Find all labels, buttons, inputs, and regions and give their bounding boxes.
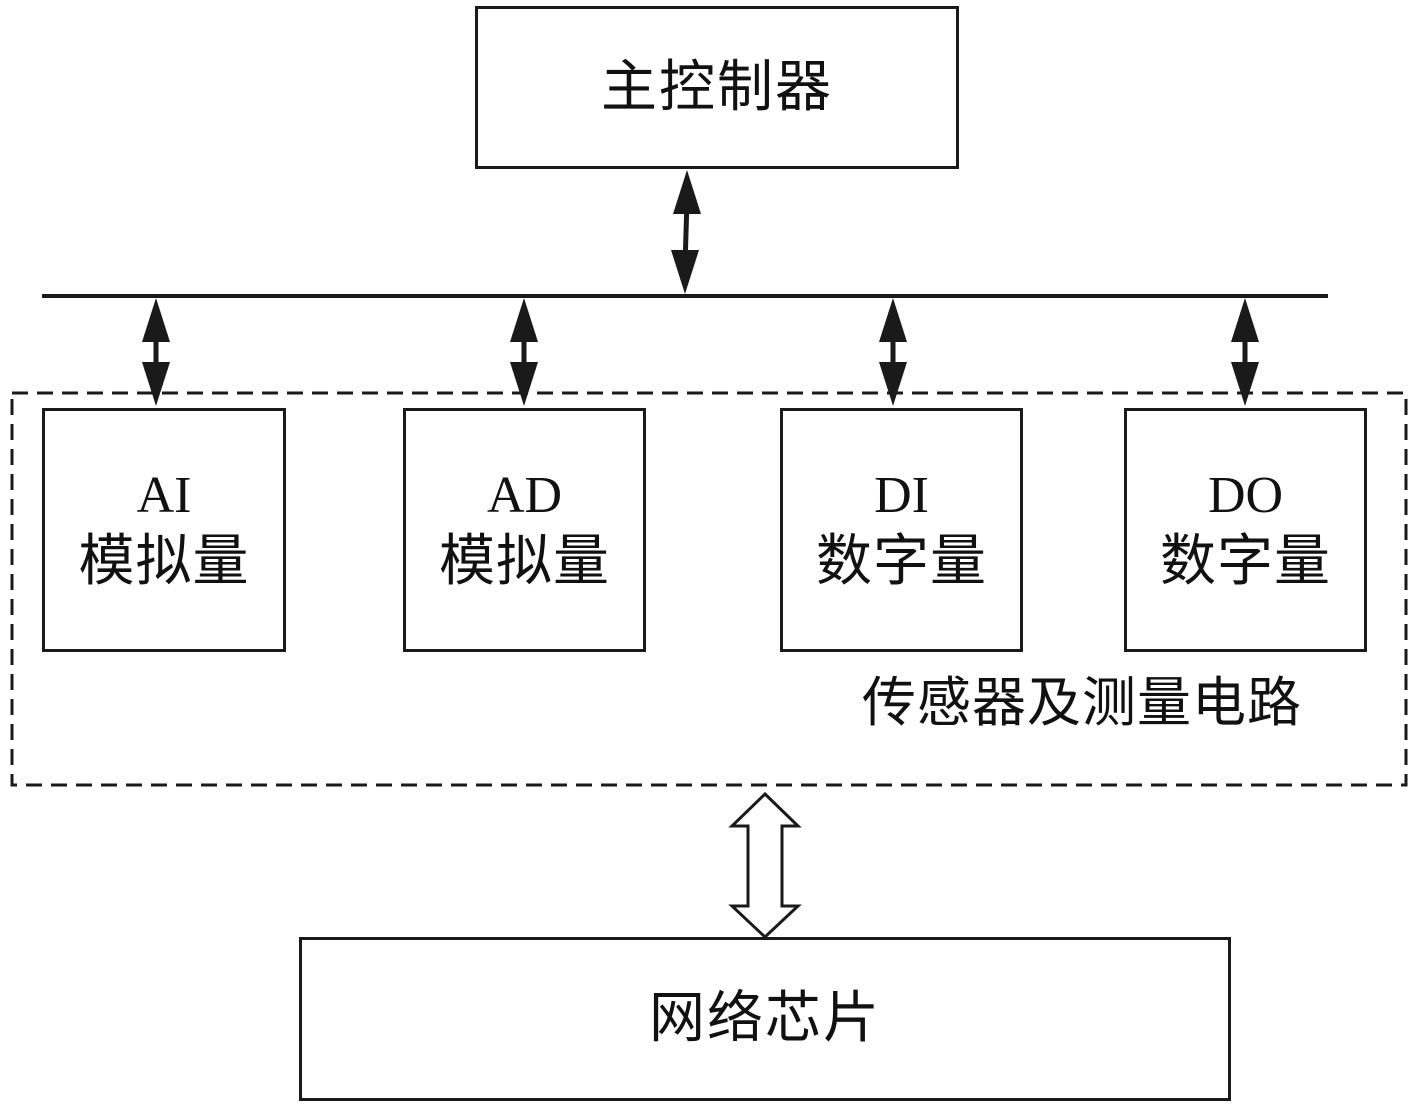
module-ad-type: 模拟量 xyxy=(439,528,610,594)
bus-ai-arrow xyxy=(142,298,170,406)
module-ai-box: AI 模拟量 xyxy=(42,408,286,652)
module-do-code: DO xyxy=(1207,467,1284,525)
module-ad-code: AD xyxy=(486,467,563,525)
master-controller-box: 主控制器 xyxy=(475,6,959,169)
sensor-group-boundary xyxy=(10,391,1408,787)
module-di-code: DI xyxy=(874,467,929,525)
module-do-box: DO 数字量 xyxy=(1124,408,1367,652)
module-ai-type: 模拟量 xyxy=(78,528,250,594)
master-controller-label: 主控制器 xyxy=(601,54,833,120)
module-ai-code: AI xyxy=(136,467,192,525)
module-ad-box: AD 模拟量 xyxy=(403,408,646,652)
bus-ad-arrow xyxy=(510,298,538,406)
master-bus-arrow xyxy=(671,170,701,294)
network-chip-label: 网络芯片 xyxy=(649,986,881,1051)
group-network-hollow-arrow xyxy=(728,791,802,940)
module-do-type: 数字量 xyxy=(1160,528,1331,594)
network-chip-box: 网络芯片 xyxy=(299,937,1231,1101)
sensor-group-label: 传感器及测量电路 xyxy=(862,671,1302,734)
module-di-box: DI 数字量 xyxy=(780,408,1023,652)
module-di-type: 数字量 xyxy=(816,528,987,594)
bus-di-arrow xyxy=(879,298,907,406)
bus-do-arrow xyxy=(1231,298,1259,406)
